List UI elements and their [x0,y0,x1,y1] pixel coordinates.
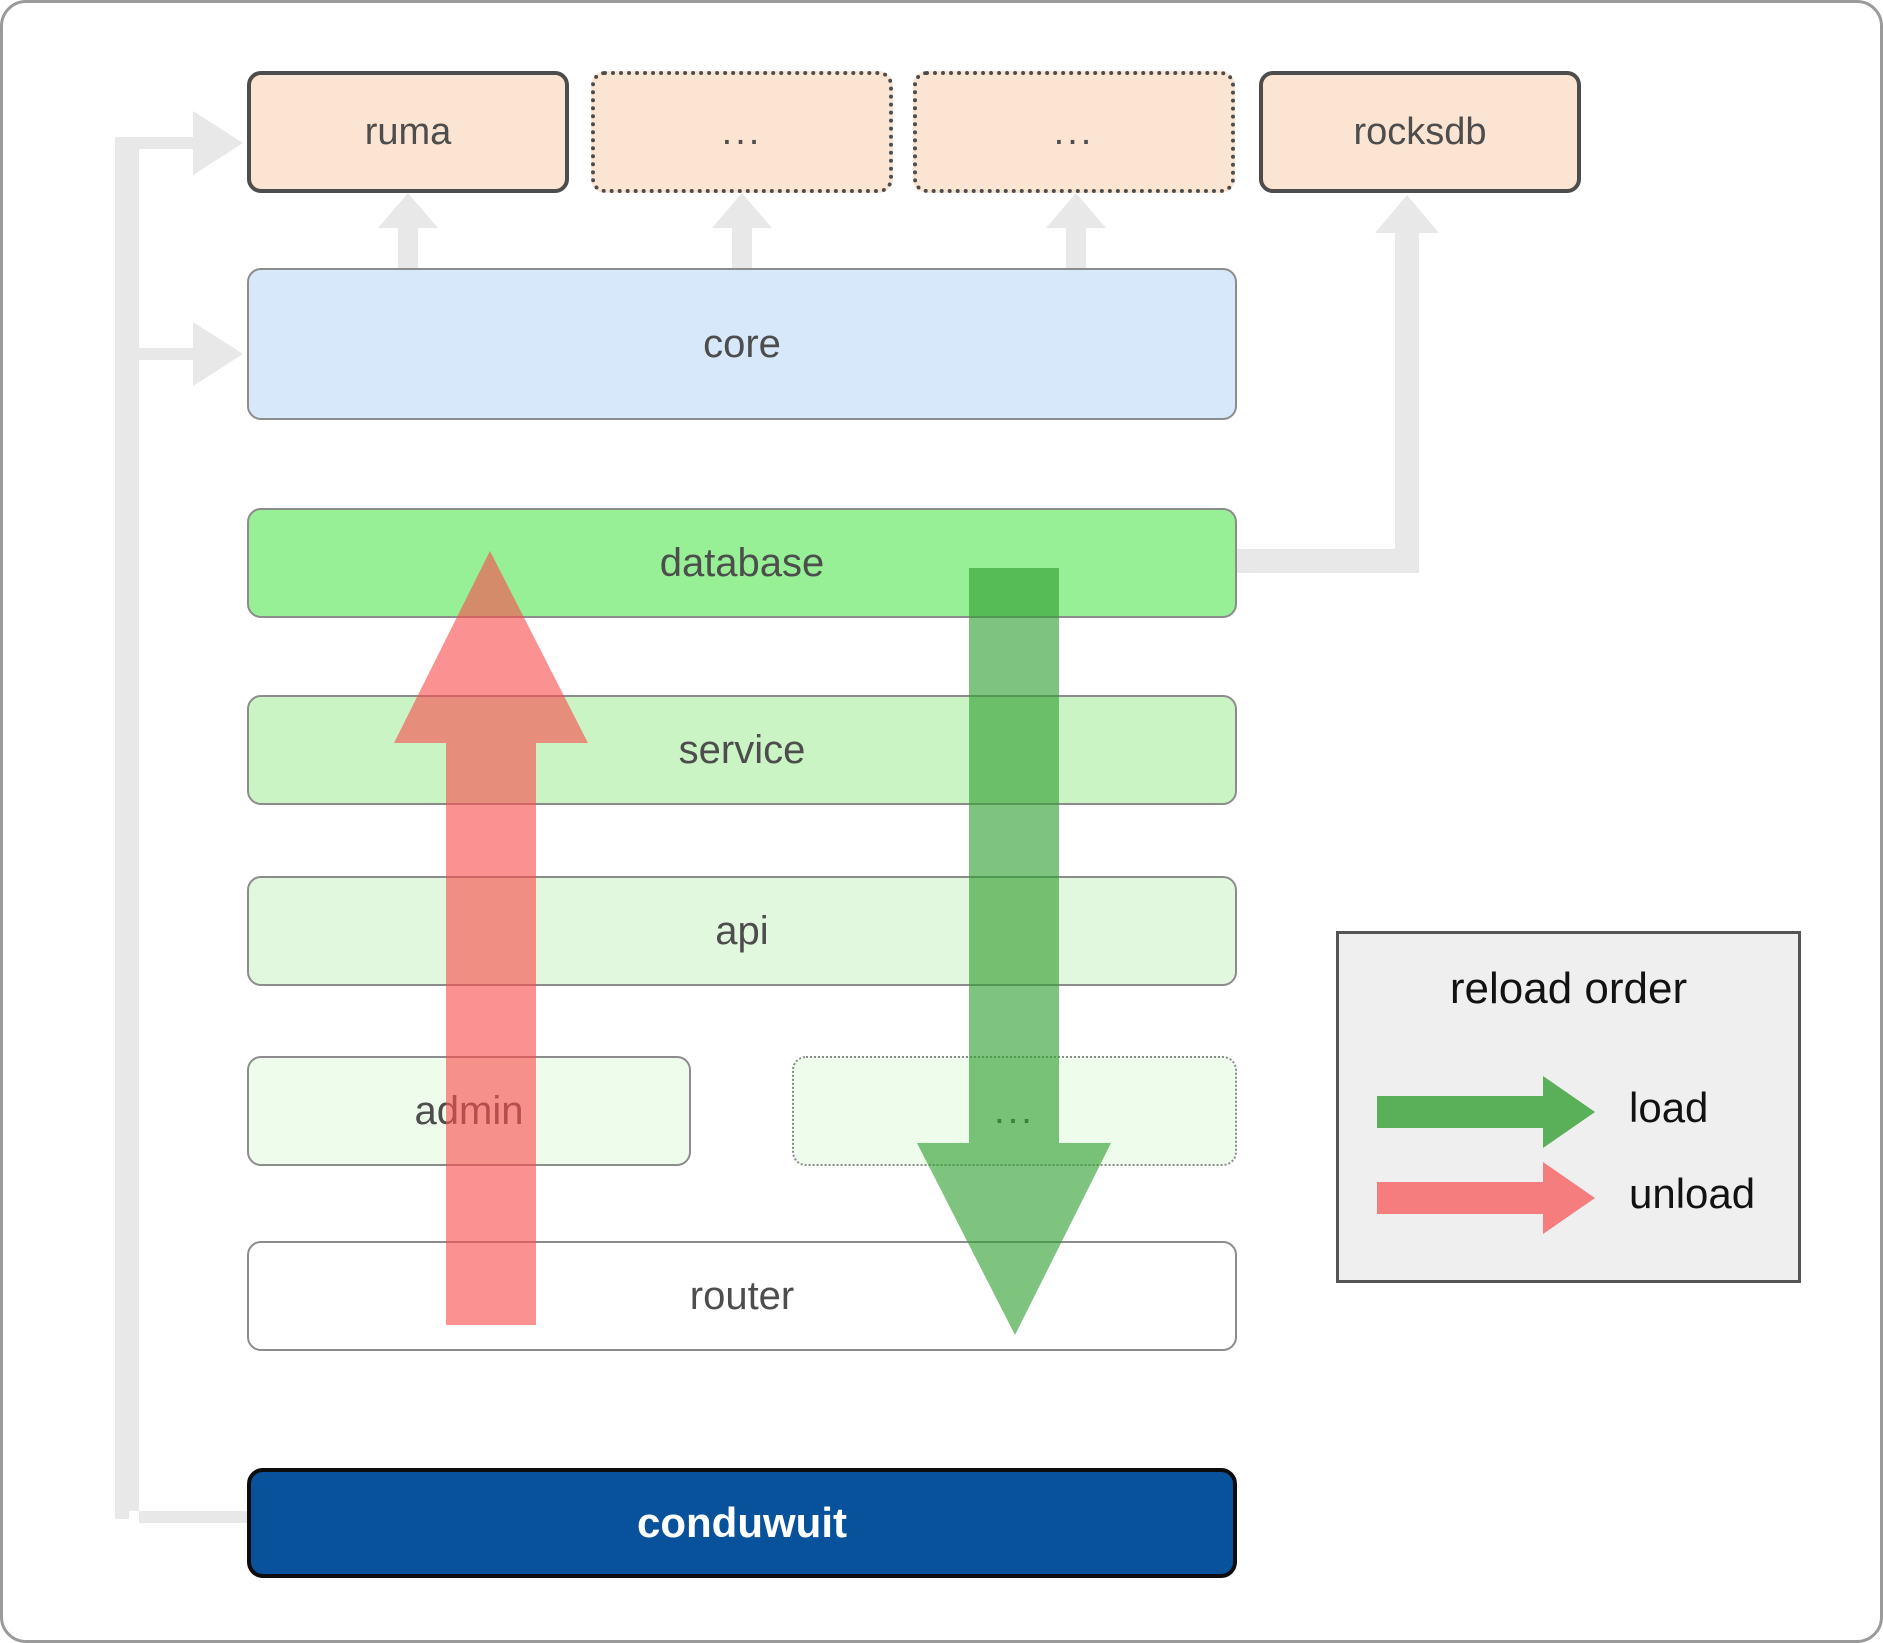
layer-label-core: core [703,321,781,366]
connector-core-to-dots-2 [1046,193,1106,268]
legend-label-unload: unload [1629,1170,1756,1217]
layer-label-api: api [715,908,769,953]
layer-label-router: router [689,1273,795,1318]
layer-label-conduwuit: conduwuit [637,1499,847,1546]
layer-box-core[interactable]: core [247,268,1237,420]
connector-core-to-dots-1 [712,193,772,268]
dep-box-rocksdb[interactable]: rocksdb [1259,71,1581,193]
layer-label-database: database [659,540,825,585]
layer-box-api[interactable]: api [247,876,1237,986]
legend-unload-arrow-icon [1377,1162,1595,1234]
dep-box-ellipsis-1[interactable]: ... [591,71,893,193]
legend-title: reload order [1449,964,1688,1013]
flow-arrow-layer [394,551,1111,1335]
dep-label-rocksdb: rocksdb [1353,110,1487,153]
legend-load-arrow-icon [1377,1076,1595,1148]
dep-label-ruma: ruma [364,110,452,153]
connector-conduwuit-to-core [139,322,243,386]
layer-label-service: service [678,727,806,772]
dep-box-ruma[interactable]: ruma [247,71,569,193]
legend-row-unload: unload [1339,1156,1798,1240]
connector-core-to-ruma [378,193,438,268]
connector-layer [115,111,1439,1523]
layer-box-database[interactable]: database [247,508,1237,618]
dep-box-ellipsis-2[interactable]: ... [913,71,1235,193]
layer-box-router[interactable]: router [247,1241,1237,1351]
load-flow-arrow [917,568,1111,1335]
unload-flow-arrow [394,551,588,1325]
legend-label-load: load [1629,1084,1709,1131]
connector-conduwuit-to-ruma [115,111,247,1523]
connector-database-to-rocksdb [1237,195,1439,573]
layer-box-conduwuit[interactable]: conduwuit [247,1468,1237,1578]
legend-row-load: load [1339,1070,1798,1154]
legend-panel: reload order load unload [1336,931,1801,1283]
